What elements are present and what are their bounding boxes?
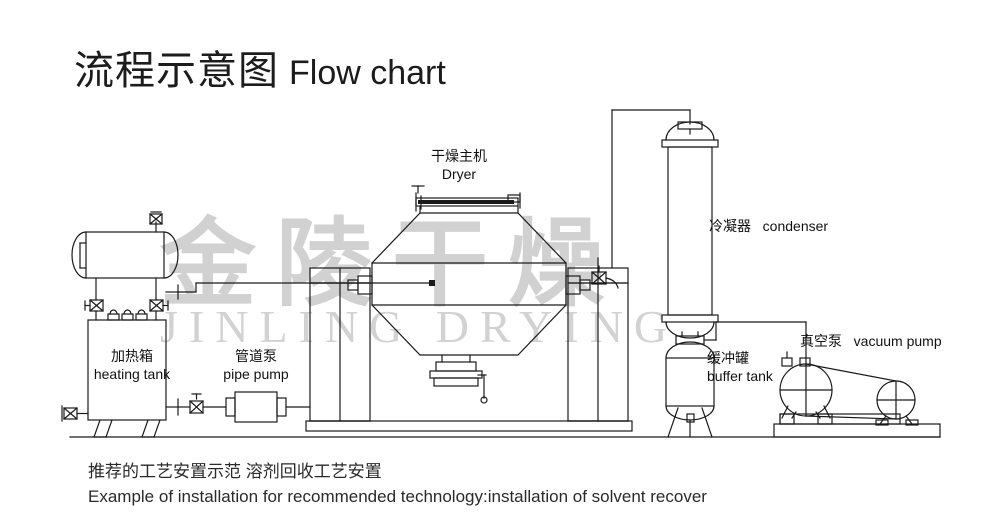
vapor-line [591,109,691,289]
dryer-base-rail [305,420,633,432]
buffer-tank-shell [665,357,715,407]
dryer-vessel [347,185,591,404]
label-vacuum-pump-en: vacuum pump [853,333,942,349]
condenser-bottom-dome [665,321,715,339]
label-buffer-tank-cn: 缓冲罐 [707,350,749,366]
vacuum-foot-2a [823,405,831,419]
dryer-right-shaft [579,279,591,291]
heating-burners [107,309,148,321]
label-heating-tank-en: heating tank [93,365,171,382]
caption: 推荐的工艺安置示范 溶剂回收工艺安置 Example of installati… [88,460,707,509]
vacuum-pump-base [773,423,941,438]
dryer-double-cone-body [371,212,567,356]
label-heating-tank: 加热箱 heating tank [84,348,180,383]
buffer-tank-unit [665,341,715,438]
label-vacuum-pump: 真空泵 vacuum pump [800,333,942,351]
pump-flange-right [276,397,287,417]
label-condenser: 冷凝器 condenser [709,218,828,236]
heating-leg-1a [93,419,101,438]
caption-line-chinese: 推荐的工艺安置示范 溶剂回收工艺安置 [88,462,382,481]
label-condenser-cn: 冷凝器 [709,218,751,234]
label-heating-tank-cn: 加热箱 [111,348,153,364]
dryer-support-frame [305,267,633,432]
page-title: 流程示意图 Flow chart [74,38,446,96]
condenser-bottom-flange [661,314,719,323]
label-buffer-tank-en: buffer tank [707,367,773,384]
dryer-charging-port [411,185,521,214]
discharge-neck [435,361,477,372]
condenser-top-dome [665,121,715,141]
dryer-left-shaft [347,279,359,291]
drum-top-valve [149,213,163,225]
heating-leg-1b [105,419,113,438]
condenser-shell [667,146,713,316]
pipe-pump-unit [165,391,311,423]
pump-flange-left [225,397,236,417]
label-pipe-pump-en: pipe pump [223,365,289,382]
label-dryer: 干燥主机 Dryer [372,148,546,183]
label-dryer-en: Dryer [441,165,477,182]
buffer-tank-bottom-dome [665,405,715,421]
heating-tank-unit [61,211,179,438]
vacuum-pump-top-nozzle [799,357,811,367]
buffer-leg-left [667,407,679,438]
vacuum-foot-1a [781,405,789,419]
heating-leg-2b [153,419,161,438]
heating-drum-body [85,231,165,279]
label-pipe-pump-cn: 管道泵 [235,348,277,364]
page-title-english: Flow chart [289,54,446,92]
heating-drum-right-cap [163,231,179,279]
condenser-unit [661,121,719,345]
label-buffer-tank: 缓冲罐 buffer tank [707,350,773,385]
drive-belt-lower [805,415,897,420]
heating-leg-2a [141,419,149,438]
discharge-valve-body [433,377,479,387]
buffer-leg-right [701,407,713,438]
vapor-valve-bend [605,277,619,289]
page-title-chinese: 流程示意图 [74,49,279,93]
discharge-handle-knob [480,396,488,404]
heating-to-dryer-pipe [165,280,435,300]
condenser-top-flange [661,139,719,148]
discharge-flange [429,370,483,379]
vacuum-pump-unit [773,351,941,438]
buffer-tank-top-dome [665,341,715,359]
label-vacuum-pump-cn: 真空泵 [800,333,842,349]
dryer-discharge-valve [429,354,488,404]
heating-drum-left-cap [71,231,87,279]
vacuum-pump-aux-nozzle [781,357,793,367]
buffer-to-vacuum-line [715,321,807,367]
drive-belt-upper [805,363,897,382]
label-dryer-cn: 干燥主机 [431,148,487,164]
feed-line-tap [429,280,435,286]
label-condenser-en: condenser [762,218,829,234]
pipe-pump-body [234,391,278,423]
caption-line-english: Example of installation for recommended … [88,486,707,506]
label-pipe-pump: 管道泵 pipe pump [206,348,306,383]
